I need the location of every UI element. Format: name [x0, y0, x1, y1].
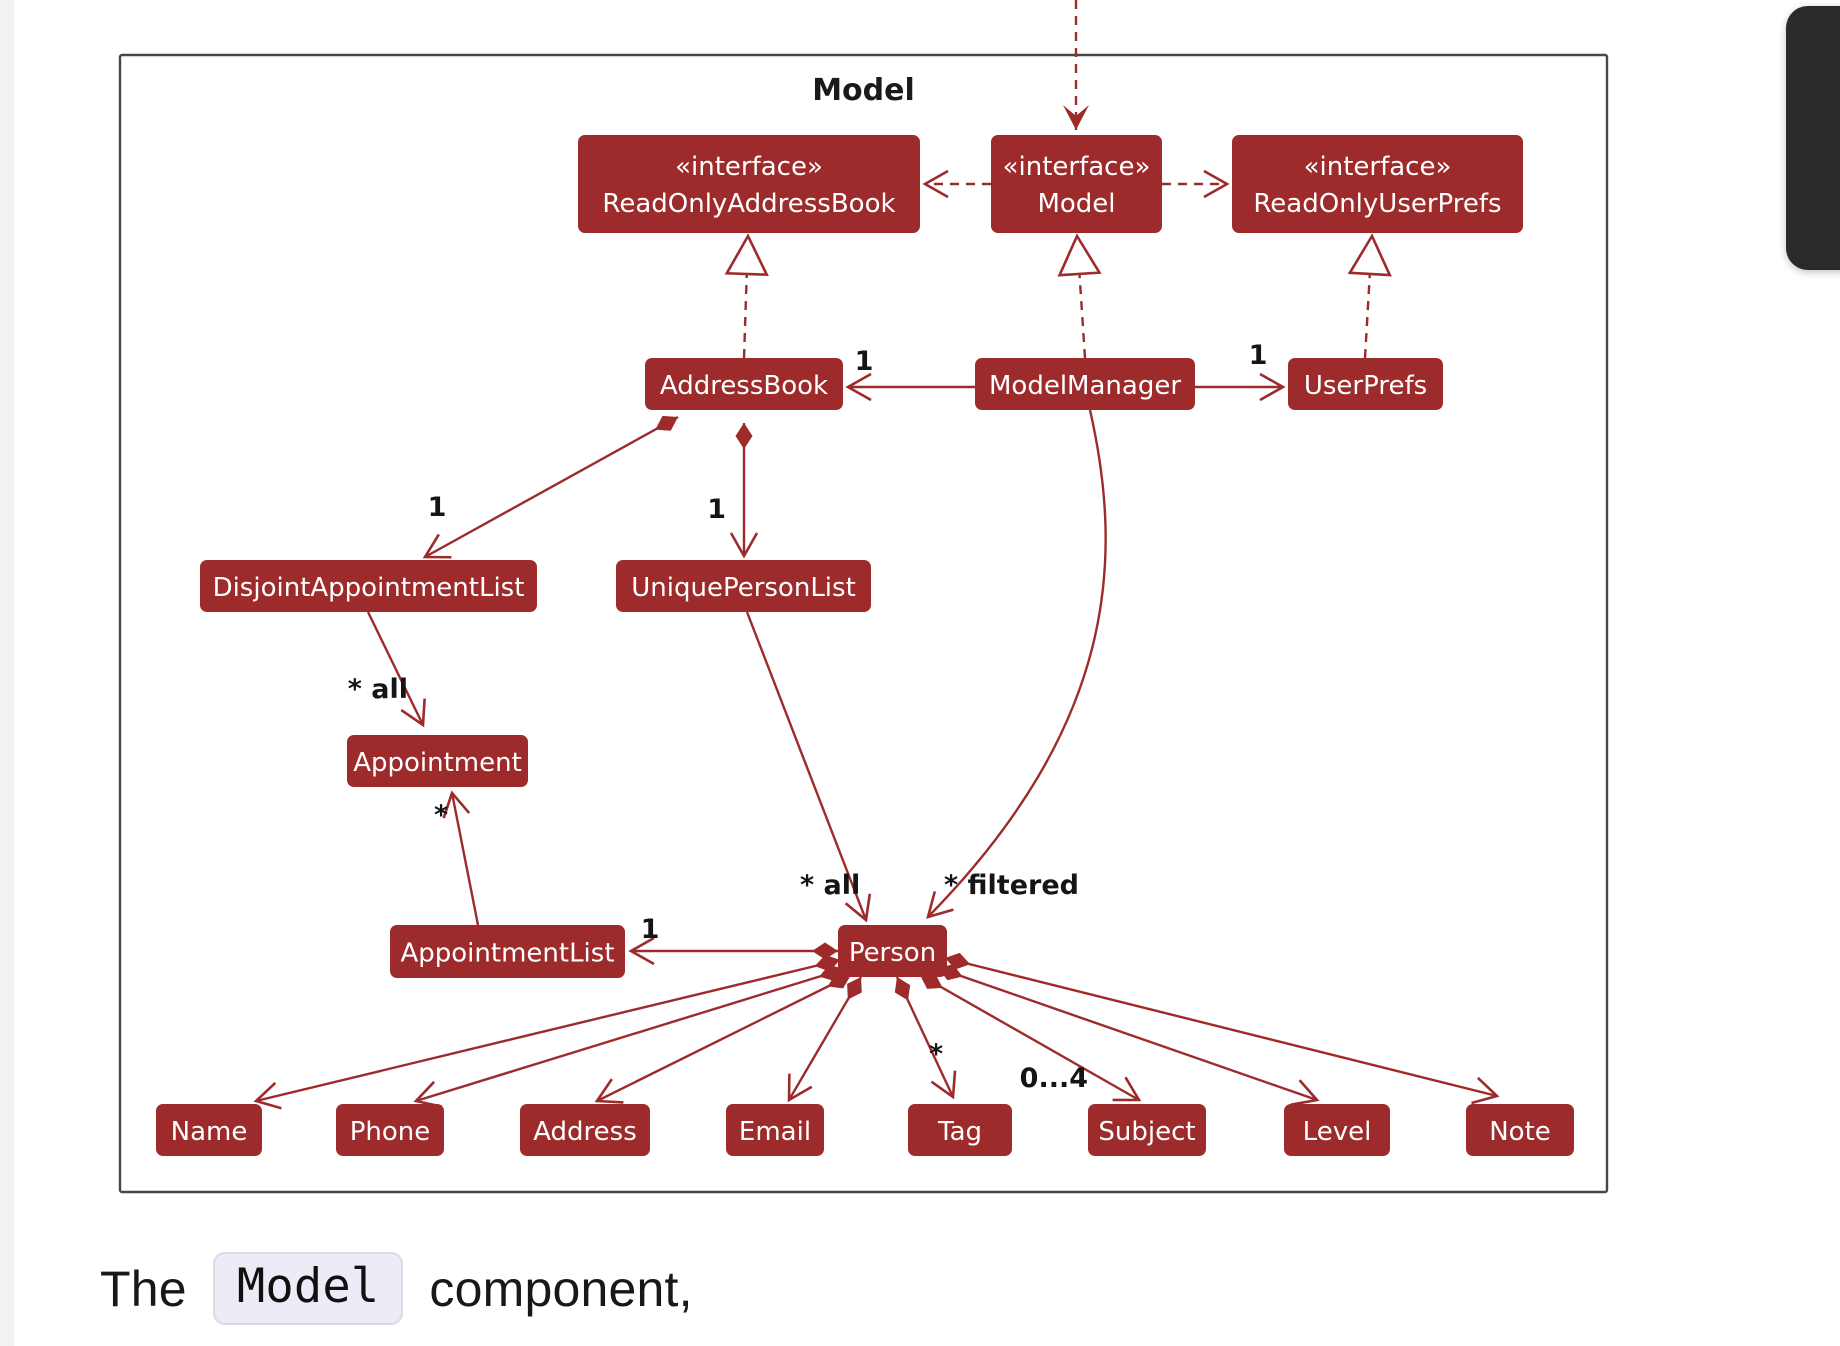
edge-label-assoc-disjointappointmentlist-appointment: * all [348, 674, 408, 705]
edge-label-assoc-appointmentlist-appointment: * [434, 800, 448, 831]
edge-label-comp-person-tag: * [929, 1039, 943, 1070]
edge-assoc-appointmentlist-appointment [442, 790, 480, 926]
class-node-appointmentlist: AppointmentList [390, 925, 625, 978]
edge-comp-person-note [944, 952, 1500, 1105]
class-label-appointment: Appointment [353, 748, 522, 778]
class-node-tag: Tag [908, 1104, 1012, 1156]
class-node-userprefs: UserPrefs [1288, 358, 1443, 410]
class-box-tag [908, 1104, 1012, 1156]
class-label-appointmentlist: AppointmentList [400, 939, 614, 969]
class-label-person: Person [849, 938, 936, 968]
class-box-iface-readonlyuserprefs [1232, 135, 1523, 233]
frame-title: Model [812, 73, 915, 108]
model-frame: Model [118, 53, 1609, 1194]
class-label-iface-readonlyuserprefs-line2: ReadOnlyUserPrefs [1253, 189, 1501, 219]
class-node-name: Name [156, 1104, 262, 1156]
class-box-person [838, 925, 947, 977]
edge-label-comp-addressbook-uniquepersonlist: 1 [707, 494, 726, 525]
class-label-modelmanager: ModelManager [989, 371, 1181, 401]
page-edge [0, 0, 14, 1346]
edges: 1 1 1 1 * all * 1 * all * filtered * 0...4 [253, 0, 1500, 1110]
class-node-iface-model: «interface» Model [991, 135, 1162, 233]
class-box-appointmentlist [390, 925, 625, 978]
class-box-iface-model [991, 135, 1162, 233]
caption-code-chip: Model [212, 1252, 404, 1325]
edge-label-assoc-modelmanager-person: * filtered [944, 870, 1079, 901]
edge-label-assoc-uniquepersonlist-person: * all [800, 870, 860, 901]
class-node-appointment: Appointment [347, 735, 528, 787]
class-node-phone: Phone [336, 1104, 444, 1156]
class-node-address: Address [520, 1104, 650, 1156]
class-box-subject [1088, 1104, 1206, 1156]
class-node-uniquepersonlist: UniquePersonList [616, 560, 871, 612]
edge-comp-addressbook-disjointappointmentlist [422, 415, 679, 559]
class-box-disjointappointmentlist [200, 560, 537, 612]
class-box-userprefs [1288, 358, 1443, 410]
edge-assoc-modelmanager-person [926, 409, 1107, 919]
edge-label-comp-addressbook-disjointappointmentlist: 1 [428, 492, 447, 523]
class-node-modelmanager: ModelManager [975, 358, 1195, 410]
class-node-email: Email [726, 1104, 824, 1156]
class-node-iface-readonlyaddressbook: «interface» ReadOnlyAddressBook [578, 135, 920, 233]
class-box-address [520, 1104, 650, 1156]
class-label-subject: Subject [1098, 1117, 1195, 1147]
class-label-iface-model-line1: «interface» [1003, 152, 1151, 182]
class-label-iface-readonlyaddressbook-line2: ReadOnlyAddressBook [602, 189, 895, 219]
class-box-email [726, 1104, 824, 1156]
class-label-iface-readonlyaddressbook-line1: «interface» [675, 152, 823, 182]
class-nodes: «interface»ReadOnlyAddressBook«interface… [156, 135, 1574, 1156]
class-label-level: Level [1303, 1117, 1372, 1147]
class-box-iface-readonlyaddressbook [578, 135, 920, 233]
class-box-appointment [347, 735, 528, 787]
class-node-addressbook: AddressBook [645, 358, 843, 410]
caption: The Model component, [100, 1252, 693, 1325]
uml-class-diagram: Model 1 1 1 1 * all * 1 * all * filtered * 0...4 «in… [118, 0, 1609, 1194]
class-label-tag: Tag [937, 1117, 982, 1147]
class-node-person: Person [838, 925, 947, 977]
class-box-addressbook [645, 358, 843, 410]
model-frame-border [118, 53, 1609, 1194]
caption-prefix: The [100, 1260, 201, 1317]
class-box-modelmanager [975, 358, 1195, 410]
class-node-level: Level [1284, 1104, 1390, 1156]
class-label-address: Address [533, 1117, 637, 1147]
class-node-note: Note [1466, 1104, 1574, 1156]
class-box-level [1284, 1104, 1390, 1156]
edge-realize-modelmanager [1057, 233, 1102, 359]
edge-label-assoc-modelmanager-addressbook: 1 [855, 346, 874, 377]
scrollbar-thumb[interactable] [1786, 6, 1840, 270]
class-label-uniquepersonlist: UniquePersonList [631, 573, 856, 603]
class-box-uniquepersonlist [616, 560, 871, 612]
class-label-iface-model-line2: Model [1037, 189, 1115, 219]
class-label-userprefs: UserPrefs [1304, 371, 1427, 401]
class-label-email: Email [739, 1117, 811, 1147]
class-label-note: Note [1489, 1117, 1551, 1147]
class-node-disjointappointmentlist: DisjointAppointmentList [200, 560, 537, 612]
edge-assoc-uniquepersonlist-person [745, 611, 872, 923]
class-label-disjointappointmentlist: DisjointAppointmentList [213, 573, 525, 603]
edge-comp-person-email [787, 976, 863, 1103]
edge-realize-userprefs [1347, 233, 1392, 359]
edge-label-assoc-modelmanager-userprefs: 1 [1249, 340, 1268, 371]
edge-assoc-disjointappointmentlist-appointment [366, 611, 426, 728]
edge-realize-addressbook [724, 233, 769, 359]
class-node-iface-readonlyuserprefs: «interface» ReadOnlyUserPrefs [1232, 135, 1523, 233]
class-label-name: Name [171, 1117, 248, 1147]
class-label-iface-readonlyuserprefs-line1: «interface» [1304, 152, 1452, 182]
class-label-phone: Phone [350, 1117, 431, 1147]
class-label-addressbook: AddressBook [660, 371, 828, 401]
class-box-note [1466, 1104, 1574, 1156]
edge-label-comp-person-subject: 0...4 [1020, 1063, 1088, 1094]
edge-label-comp-person-appointmentlist: 1 [641, 914, 660, 945]
class-node-subject: Subject [1088, 1104, 1206, 1156]
class-box-name [156, 1104, 262, 1156]
caption-suffix: component, [415, 1260, 693, 1317]
class-box-phone [336, 1104, 444, 1156]
